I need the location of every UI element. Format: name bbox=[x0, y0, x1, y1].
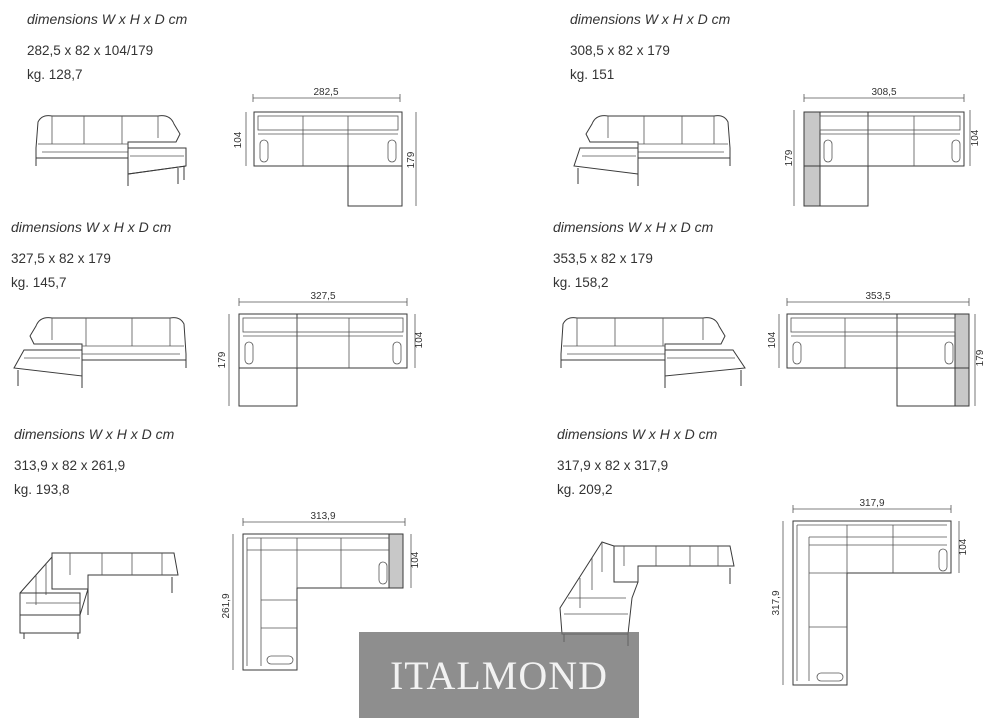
depth-dimension-label: 317,9 bbox=[771, 590, 782, 615]
sofa-perspective-5 bbox=[19, 552, 179, 639]
watermark-text: ITALMOND bbox=[389, 652, 609, 698]
weight-value: kg. 145,7 bbox=[11, 275, 67, 290]
width-dimension-label: 308,5 bbox=[871, 87, 896, 98]
sofa-plan-3: 327,5 179 104 bbox=[217, 291, 425, 407]
dimensions-title: dimensions W x H x D cm bbox=[27, 11, 188, 27]
depth-dimension-label: 179 bbox=[406, 151, 417, 168]
dimensions-title: dimensions W x H x D cm bbox=[553, 219, 714, 235]
width-dimension-label: 313,9 bbox=[310, 511, 335, 522]
weight-value: kg. 193,8 bbox=[14, 482, 70, 497]
width-dimension-label: 353,5 bbox=[865, 291, 890, 302]
depth-dimension-label: 104 bbox=[970, 129, 981, 146]
width-dimension-label: 317,9 bbox=[859, 498, 884, 509]
dimensions-title: dimensions W x H x D cm bbox=[557, 426, 718, 442]
dimensions-title: dimensions W x H x D cm bbox=[570, 11, 731, 27]
sofa-perspective-3 bbox=[13, 317, 187, 388]
depth-dimension-label: 179 bbox=[217, 351, 228, 368]
depth-dimension-label: 104 bbox=[410, 551, 421, 568]
dimensions-value: 282,5 x 82 x 104/179 bbox=[27, 43, 154, 58]
depth-dimension-label: 104 bbox=[767, 331, 778, 348]
config-6-info: dimensions W x H x D cm 317,9 x 82 x 317… bbox=[557, 426, 717, 497]
dimensions-value: 313,9 x 82 x 261,9 bbox=[14, 458, 126, 473]
config-3-info: dimensions W x H x D cm 327,5 x 82 x 179… bbox=[11, 219, 171, 290]
config-1-info: dimensions W x H x D cm 282,5 x 82 x 104… bbox=[27, 11, 187, 82]
config-5-info: dimensions W x H x D cm 313,9 x 82 x 261… bbox=[14, 426, 174, 497]
weight-value: kg. 151 bbox=[570, 67, 615, 82]
config-4-info: dimensions W x H x D cm 353,5 x 82 x 179… bbox=[553, 219, 713, 290]
sofa-plan-5: 313,9 261,9 104 bbox=[221, 511, 421, 671]
depth-dimension-label: 179 bbox=[784, 149, 795, 166]
dimensions-title: dimensions W x H x D cm bbox=[11, 219, 172, 235]
depth-dimension-label: 261,9 bbox=[221, 593, 232, 618]
depth-dimension-label: 179 bbox=[975, 349, 986, 366]
dimensions-value: 327,5 x 82 x 179 bbox=[11, 251, 111, 266]
sofa-plan-2: 308,5 104 179 bbox=[784, 87, 981, 207]
dimensions-value: 353,5 x 82 x 179 bbox=[553, 251, 653, 266]
sofa-plan-4: 353,5 104 179 bbox=[767, 291, 986, 407]
weight-value: kg. 209,2 bbox=[557, 482, 613, 497]
dimensions-value: 317,9 x 82 x 317,9 bbox=[557, 458, 669, 473]
sofa-perspective-2 bbox=[573, 115, 731, 186]
width-dimension-label: 282,5 bbox=[313, 87, 338, 98]
width-dimension-label: 327,5 bbox=[310, 291, 335, 302]
dimensions-value: 308,5 x 82 x 179 bbox=[570, 43, 670, 58]
weight-value: kg. 158,2 bbox=[553, 275, 609, 290]
sofa-plan-6: 317,9 317,9 104 bbox=[771, 498, 969, 686]
config-2-info: dimensions W x H x D cm 308,5 x 82 x 179… bbox=[570, 11, 730, 82]
depth-dimension-label: 104 bbox=[233, 131, 244, 148]
weight-value: kg. 128,7 bbox=[27, 67, 83, 82]
sofa-perspective-4 bbox=[560, 317, 746, 388]
watermark-logo: ITALMOND bbox=[359, 632, 639, 718]
sofa-perspective-1 bbox=[35, 115, 187, 186]
sofa-plan-1: 282,5 104 179 bbox=[233, 87, 417, 207]
dimensions-title: dimensions W x H x D cm bbox=[14, 426, 175, 442]
depth-dimension-label: 104 bbox=[958, 538, 969, 555]
depth-dimension-label: 104 bbox=[414, 331, 425, 348]
